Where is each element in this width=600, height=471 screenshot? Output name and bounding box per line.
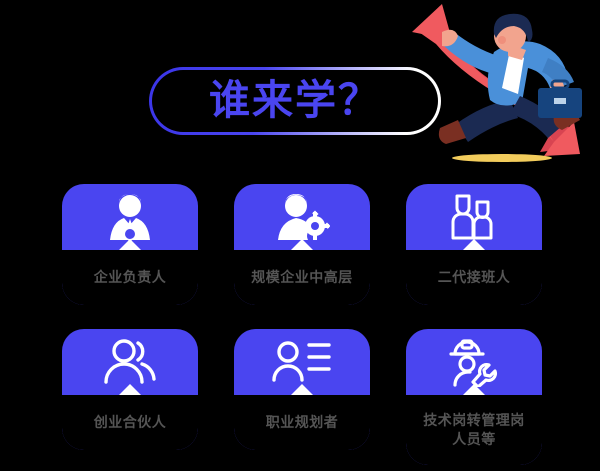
worker-wrench-icon <box>406 329 542 395</box>
profile-card-icon <box>234 329 370 395</box>
card-notch <box>291 384 313 395</box>
card-notch <box>463 384 485 395</box>
card-tech-to-management[interactable]: 技术岗转管理岗 人员等 <box>406 329 542 465</box>
front-leg <box>510 96 562 138</box>
card-startup-partner[interactable]: 创业合伙人 <box>62 329 198 450</box>
card-label-area: 创业合伙人 <box>62 395 198 450</box>
people-outline-icon <box>62 329 198 395</box>
jacket <box>487 41 568 106</box>
briefcase <box>538 88 582 118</box>
page-title: 谁来学？ <box>209 76 381 123</box>
briefcase-handle <box>550 79 570 90</box>
audience-card-grid: 企业负责人 <box>62 184 544 465</box>
card-notch <box>291 239 313 250</box>
card-label: 创业合伙人 <box>93 414 167 430</box>
back-shoe <box>438 120 466 144</box>
card-label-area: 二代接班人 <box>406 250 542 305</box>
card-enterprise-owner[interactable]: 企业负责人 <box>62 184 198 305</box>
two-people-icon <box>406 184 542 250</box>
title-pill: 谁来学？ <box>149 67 441 135</box>
card-label-area: 规模企业中高层 <box>234 250 370 305</box>
person-gear-icon <box>234 184 370 250</box>
rear-arm <box>542 58 574 88</box>
briefcase-hand <box>550 79 564 91</box>
card-notch <box>119 384 141 395</box>
arrow-ribbon <box>416 6 580 156</box>
card-notch <box>119 239 141 250</box>
person-tie-icon <box>62 184 198 250</box>
front-hand <box>442 29 458 47</box>
hair <box>493 13 533 42</box>
shirt-collar <box>502 50 524 94</box>
briefcase-latch <box>554 98 566 104</box>
head <box>494 20 526 52</box>
front-arm <box>444 32 498 74</box>
card-label: 职业规划者 <box>265 414 339 430</box>
card-label-area: 企业负责人 <box>62 250 198 305</box>
card-label: 企业负责人 <box>93 269 167 285</box>
card-label: 规模企业中高层 <box>251 269 353 285</box>
back-leg <box>456 100 518 142</box>
arrow-head <box>412 4 452 40</box>
card-label-area: 职业规划者 <box>234 395 370 450</box>
card-label-line-2: 人员等 <box>452 431 496 447</box>
card-career-planner[interactable]: 职业规划者 <box>234 329 370 450</box>
card-second-generation[interactable]: 二代接班人 <box>406 184 542 305</box>
card-label: 二代接班人 <box>437 269 511 285</box>
card-senior-management[interactable]: 规模企业中高层 <box>234 184 370 305</box>
card-label-area: 技术岗转管理岗 人员等 <box>406 395 542 465</box>
arrow-shadow <box>422 12 574 152</box>
card-notch <box>463 239 485 250</box>
card-label: 技术岗转管理岗 人员等 <box>419 411 529 449</box>
front-shoe <box>553 106 580 130</box>
card-label-line-1: 技术岗转管理岗 <box>423 412 525 428</box>
cheek <box>498 36 506 44</box>
neck <box>508 44 526 60</box>
ground-shadow <box>452 154 552 162</box>
